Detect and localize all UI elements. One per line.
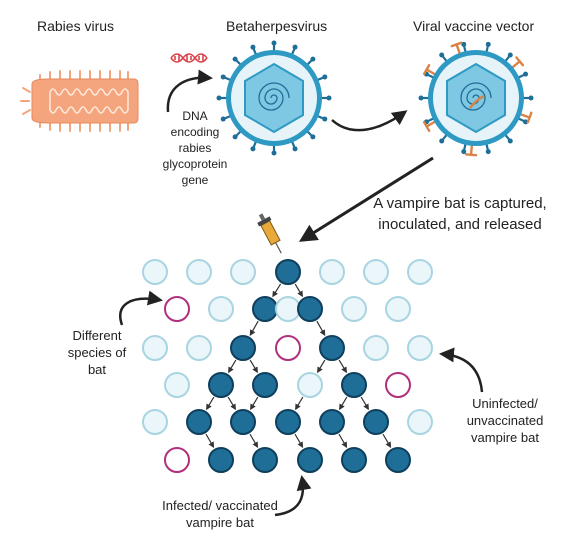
- betaherpesvirus-title: Betaherpesvirus: [226, 18, 328, 34]
- infected-bat: [252, 372, 278, 398]
- infected-bat: [208, 372, 234, 398]
- infected-bat: [319, 335, 345, 361]
- infected-bat: [275, 259, 301, 285]
- rabies-virus-title: Rabies virus: [37, 18, 115, 34]
- transmission-arrow: [249, 433, 259, 449]
- infected-bat: [363, 409, 389, 435]
- uninfected-bat: [230, 259, 256, 285]
- infected-bat: [208, 447, 234, 473]
- uninfected-bat: [385, 296, 411, 322]
- infected-bat: [341, 372, 367, 398]
- transmission-arrow: [338, 433, 348, 449]
- infected-pointer: [274, 475, 312, 517]
- transmission-arrows: [205, 283, 392, 449]
- infected-bat: [230, 409, 256, 435]
- capture-arrow: [298, 156, 434, 242]
- uninfected-bat: [407, 335, 433, 361]
- uninfected-bat: [297, 372, 323, 398]
- transmission-arrow: [316, 320, 326, 336]
- transmission-arrow: [294, 283, 303, 298]
- rabies-virus-icon: [20, 70, 139, 132]
- infected-bat: [341, 447, 367, 473]
- infected-bat: [385, 447, 411, 473]
- uninfected-bat: [186, 259, 212, 285]
- different-species-pointer: [119, 290, 163, 326]
- dna-arrow: [166, 69, 213, 113]
- transmission-arrow: [205, 433, 215, 449]
- transmission-arrow: [382, 433, 392, 449]
- transmission-arrow: [250, 396, 259, 411]
- uninfected-bat: [186, 335, 212, 361]
- infected-bat: [275, 409, 301, 435]
- uninfected-bat: [363, 335, 389, 361]
- uninfected-bat: [275, 296, 301, 322]
- uninfected-bat: [341, 296, 367, 322]
- transmission-arrow: [338, 359, 347, 374]
- uninfected-bat: [407, 409, 433, 435]
- bat-population-grid: [142, 259, 433, 473]
- uninfected-bat: [142, 409, 168, 435]
- infected-bat: [297, 296, 323, 322]
- vector-arrow: [331, 110, 408, 132]
- vaccine-vector-icon: [418, 41, 534, 157]
- uninfected-bat: [407, 259, 433, 285]
- transmission-arrow: [228, 359, 237, 374]
- uninfected-bat: [142, 259, 168, 285]
- other-species-bat: [385, 372, 411, 398]
- uninfected-bat: [319, 259, 345, 285]
- uninfected-pointer: [439, 347, 484, 393]
- infected-bat: [252, 296, 278, 322]
- capture-label: A vampire bat is captured,inoculated, an…: [373, 195, 547, 233]
- other-species-bat: [164, 296, 190, 322]
- transmission-arrow: [206, 396, 215, 411]
- transmission-arrow: [317, 359, 326, 374]
- transmission-arrow: [360, 396, 369, 411]
- infected-bat: [186, 409, 212, 435]
- vaccine-vector-title: Viral vaccine vector: [413, 18, 535, 34]
- uninfected-bat: [164, 372, 190, 398]
- transmission-arrow: [339, 396, 348, 411]
- infected-bat: [319, 409, 345, 435]
- betaherpesvirus-icon: [216, 40, 332, 156]
- transmission-arrow: [294, 433, 304, 449]
- transmission-arrow: [249, 320, 259, 336]
- uninfected-bat: [208, 296, 234, 322]
- syringe-icon: [257, 213, 282, 254]
- infected-bat: [252, 447, 278, 473]
- transmission-arrow: [272, 283, 282, 298]
- infected-bat: [230, 335, 256, 361]
- transmission-arrow: [295, 396, 304, 411]
- infected-bat: [297, 447, 323, 473]
- uninfected-bat: [363, 259, 389, 285]
- other-species-bat: [164, 447, 190, 473]
- uninfected-bat: [142, 335, 168, 361]
- transmission-arrow: [249, 359, 258, 374]
- dna-icon: [170, 53, 208, 63]
- transmission-arrow: [227, 396, 236, 411]
- other-species-bat: [275, 335, 301, 361]
